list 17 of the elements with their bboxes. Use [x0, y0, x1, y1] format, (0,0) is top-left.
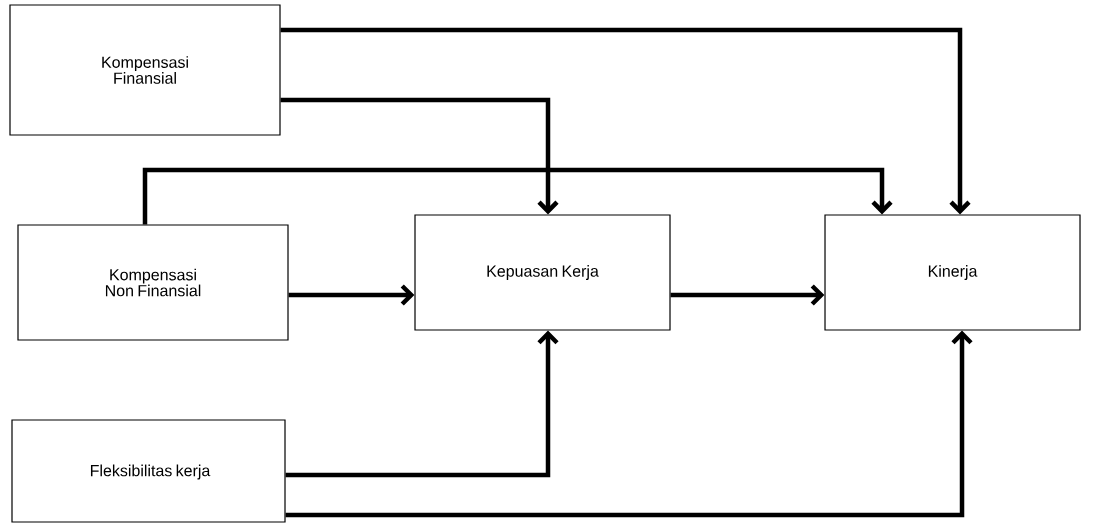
arrow	[670, 284, 825, 306]
arrow	[280, 97, 559, 215]
box-label: Fleksibilitas kerja	[90, 464, 211, 480]
arrow	[288, 284, 415, 306]
box	[414, 214, 671, 331]
box-label: Kompensasi Finansial	[102, 56, 188, 84]
box	[11, 419, 286, 523]
arrow	[285, 330, 973, 518]
box	[17, 224, 289, 341]
arrow	[280, 27, 971, 215]
box-label: Kinerja	[928, 265, 978, 280]
box-label: Kepuasan Kerja	[487, 265, 599, 280]
box	[9, 4, 281, 136]
box	[824, 214, 1081, 331]
arrow	[285, 330, 559, 478]
arrow	[142, 167, 893, 225]
box-label: Kompensasi Non Finansial	[105, 268, 201, 297]
